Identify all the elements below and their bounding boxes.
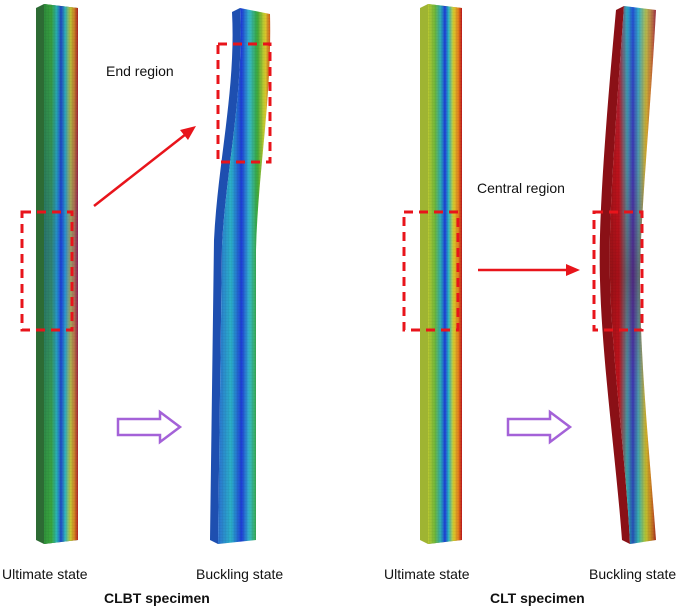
clbt-buckling-specimen (210, 8, 271, 544)
clt-buckling-central-region-box (592, 210, 644, 332)
clt-ultimate-state-label: Ultimate state (384, 566, 470, 582)
clbt-buckling-end-region-box (216, 42, 272, 164)
clt-buckling-state-label: Buckling state (589, 566, 677, 582)
end-region-arrow (93, 126, 196, 207)
clt-buckling-specimen (599, 6, 656, 544)
clbt-buckling-state-label: Buckling state (196, 566, 284, 582)
clbt-ultimate-specimen (36, 4, 78, 544)
clt-specimen-caption: CLT specimen (490, 590, 585, 606)
clbt-specimen-caption: CLBT specimen (104, 590, 210, 606)
clbt-ultimate-highlight-box (20, 210, 74, 332)
clt-ultimate-specimen (420, 4, 462, 544)
clt-transition-arrow (506, 409, 573, 445)
central-region-arrow (478, 264, 580, 276)
clbt-ultimate-state-label: Ultimate state (2, 566, 88, 582)
clt-ultimate-highlight-box (402, 210, 460, 332)
central-region-label: Central region (477, 180, 565, 196)
clbt-transition-arrow (116, 409, 183, 445)
end-region-label: End region (106, 63, 174, 79)
